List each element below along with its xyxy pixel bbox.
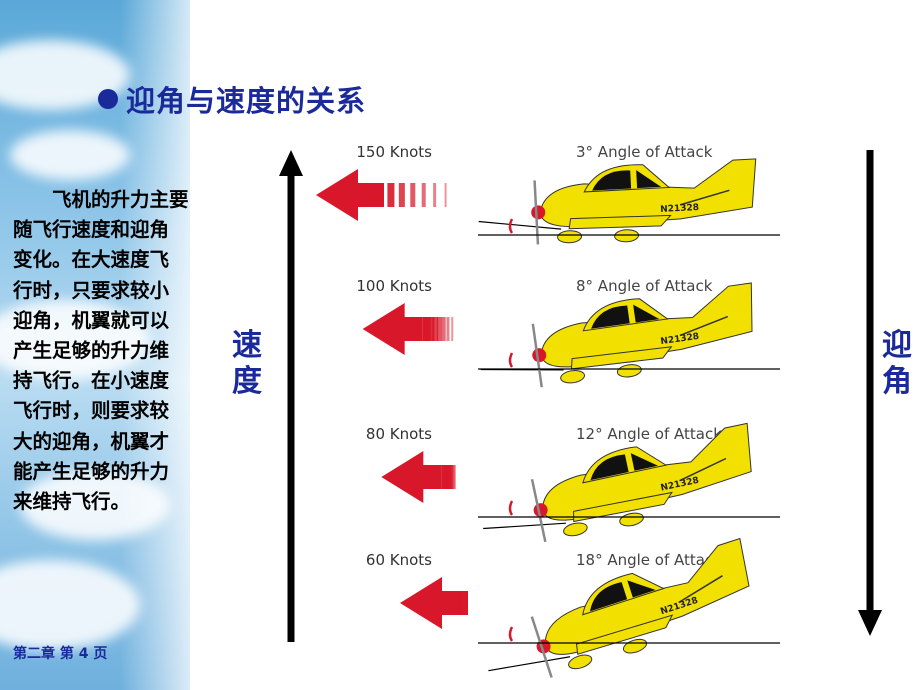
speed-arrow [400, 577, 468, 629]
aoa-axis-arrow [858, 150, 882, 636]
aoa-value-label: 3° Angle of Attack [576, 143, 713, 161]
aoa-indicator [508, 352, 514, 368]
para-line: 产生足够的升力维 [13, 339, 170, 363]
speed-value-label: 80 Knots [366, 425, 432, 443]
para-line: 变化。在大速度飞 [13, 248, 170, 272]
speed-arrow [381, 451, 456, 503]
speed-arrow [362, 303, 454, 355]
speed-value-label: 60 Knots [366, 551, 432, 569]
speed-value-label: 150 Knots [356, 143, 432, 161]
aoa-value-label: 12° Angle of Attack [576, 425, 722, 443]
para-line: 行时，只要求较小 [13, 278, 170, 302]
body-paragraph: 飞机的升力主要 随飞行速度和迎角 变化。在大速度飞 行时，只要求较小 迎角，机翼… [13, 185, 223, 517]
para-line: 大的迎角，机翼才 [13, 429, 170, 453]
airplane: N21328 [480, 282, 753, 388]
para-line: 迎角，机翼就可以 [13, 308, 170, 332]
speed-axis-arrow [279, 150, 303, 642]
slide-title-text: 迎角与速度的关系 [126, 84, 367, 118]
airplane: N21328 [478, 158, 757, 245]
airplane: N21328 [488, 537, 750, 678]
speed-axis-label: 速度 [232, 328, 262, 399]
airplane: N21328 [483, 422, 752, 543]
bullet-icon [98, 89, 118, 109]
para-line: 飞机的升力主要 [52, 188, 189, 211]
para-line: 飞行时，则要求较 [13, 399, 170, 423]
aoa-axis-label: 迎角 [882, 328, 912, 399]
para-line: 能产生足够的升力 [13, 459, 170, 483]
page-footer: 第二章 第 4 页 [13, 646, 108, 662]
para-line: 随飞行速度和迎角 [13, 218, 170, 242]
aoa-indicator [508, 500, 514, 516]
para-line: 来维持飞行。 [13, 490, 131, 514]
speed-value-label: 100 Knots [356, 277, 432, 295]
aoa-indicator [508, 218, 514, 234]
slide-title: 迎角与速度的关系 [98, 78, 366, 120]
sky-fade [120, 0, 230, 690]
para-line: 持飞行。在小速度 [13, 369, 170, 393]
speed-arrow [316, 169, 447, 221]
aoa-value-label: 8° Angle of Attack [576, 277, 713, 295]
aoa-indicator [508, 626, 514, 642]
aoa-value-label: 18° Angle of Attack [576, 551, 722, 569]
registration-label: N21328 [660, 203, 699, 215]
